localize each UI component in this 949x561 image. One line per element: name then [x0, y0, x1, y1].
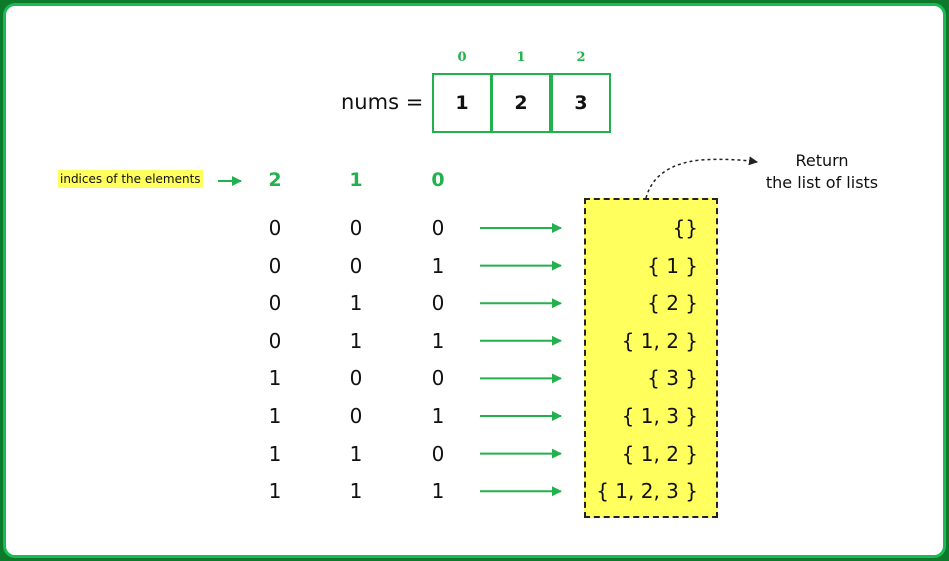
return-label-line: the list of lists	[765, 173, 879, 192]
subset-item: { 2 }	[647, 291, 698, 316]
bit-value: 1	[431, 253, 445, 278]
bit-value: 1	[268, 366, 282, 391]
bit-value: 0	[268, 328, 282, 353]
subset-item: {}	[672, 216, 698, 240]
bit-value: 1	[349, 291, 363, 316]
array-index: 1	[516, 50, 526, 65]
bit-value: 0	[431, 216, 445, 240]
array-cell: 3	[551, 73, 611, 133]
bit-position-header: 2	[268, 169, 282, 191]
return-label-line: Return	[795, 151, 849, 170]
bit-value: 0	[349, 216, 363, 240]
bit-position-header: 1	[349, 169, 363, 191]
bit-value: 1	[349, 441, 363, 466]
bit-value: 1	[431, 404, 445, 428]
bit-value: 0	[268, 253, 282, 278]
array-index: 0	[457, 50, 467, 65]
result-list-box: {} { 1 } { 2 } { 1, 2 } { 3 } { 1, 3 } { 1, 2 …	[584, 198, 718, 518]
subset-item: { 1, 2 }	[621, 441, 698, 466]
bit-value: 0	[349, 366, 363, 391]
array-index: 2	[576, 50, 586, 65]
array-cell: 2	[491, 73, 551, 133]
bit-value: 1	[349, 479, 363, 504]
subset-item: { 3 }	[647, 366, 698, 391]
bit-value: 0	[431, 441, 445, 466]
subset-item: { 1, 3 }	[621, 404, 698, 428]
subset-item: { 1, 2 }	[621, 328, 698, 353]
subset-item: { 1, 2, 3 }	[596, 479, 698, 504]
bit-value: 0	[431, 291, 445, 316]
bit-value: 1	[349, 328, 363, 353]
bit-value: 0	[268, 291, 282, 316]
subset-item: { 1 }	[647, 253, 698, 278]
bit-position-header: 0	[431, 169, 445, 191]
return-label: Return the list of lists	[752, 150, 892, 194]
bit-value: 0	[349, 253, 363, 278]
return-arrow	[645, 156, 758, 199]
bit-value: 1	[268, 441, 282, 466]
bit-value: 1	[431, 479, 445, 504]
diagram-frame	[3, 3, 946, 558]
bit-value: 1	[268, 479, 282, 504]
bit-value: 1	[431, 328, 445, 353]
array-label: nums =	[341, 90, 424, 114]
bit-value: 0	[349, 404, 363, 428]
bit-value: 1	[268, 404, 282, 428]
indices-label: indices of the elements	[58, 170, 203, 188]
bit-value: 0	[431, 366, 445, 391]
bit-value: 0	[268, 216, 282, 240]
